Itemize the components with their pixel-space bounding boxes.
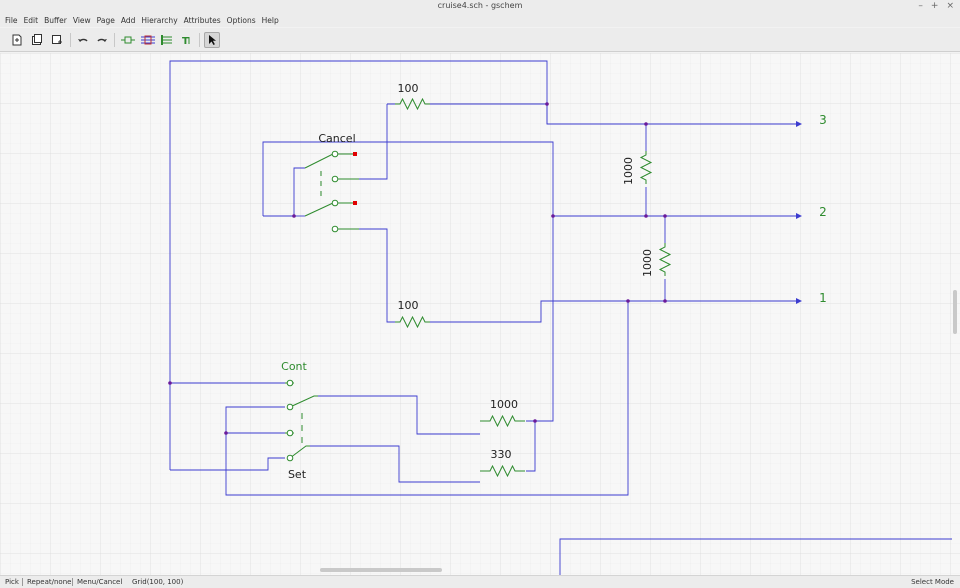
- resistor-r-top: [395, 97, 430, 111]
- toolbar-separator: [70, 33, 71, 47]
- menu-bar: File Edit Buffer View Page Add Hierarchy…: [0, 15, 960, 27]
- vertical-scrollbar[interactable]: [953, 290, 957, 334]
- toolbar-separator: [199, 33, 200, 47]
- resistor-r-bottom-lower: [480, 464, 525, 478]
- resistor-r-right-upper: [639, 151, 653, 184]
- schematic-drawing[interactable]: 100 100 1000 330 1000 1000 Cancel Cont S…: [0, 53, 960, 575]
- resistor-r-right-lower: [658, 243, 672, 276]
- port-label-2: 2: [819, 205, 827, 219]
- menu-file[interactable]: File: [5, 16, 18, 25]
- menu-help[interactable]: Help: [261, 16, 279, 25]
- port-label-3: 3: [819, 113, 827, 127]
- new-page-icon[interactable]: [9, 32, 25, 48]
- status-divider: [22, 578, 23, 586]
- switch-label-cancel: Cancel: [318, 132, 355, 145]
- open-page-icon[interactable]: [29, 32, 45, 48]
- add-text-icon[interactable]: T: [179, 32, 195, 48]
- resistor-r-mid: [395, 315, 430, 329]
- resistor-label-mid: 100: [398, 299, 419, 312]
- close-button[interactable]: ×: [946, 1, 954, 11]
- add-net-icon[interactable]: [140, 32, 156, 48]
- status-bar: Pick Repeat/none Menu/Cancel Grid(100, 1…: [0, 575, 960, 588]
- menu-add[interactable]: Add: [120, 16, 136, 25]
- port-arrows: [796, 121, 802, 304]
- port-label-1: 1: [819, 291, 827, 305]
- schematic-canvas[interactable]: 100 100 1000 330 1000 1000 Cancel Cont S…: [0, 53, 960, 575]
- menu-page[interactable]: Page: [96, 16, 115, 25]
- menu-edit[interactable]: Edit: [23, 16, 39, 25]
- title-bar: cruise4.sch - gschem – + ×: [0, 0, 960, 16]
- menu-buffer[interactable]: Buffer: [44, 16, 67, 25]
- unconnected-pin-markers: [353, 152, 357, 205]
- resistor-label-top: 100: [398, 82, 419, 95]
- toolbar: T: [0, 28, 960, 52]
- minimize-button[interactable]: –: [918, 1, 923, 11]
- svg-text:T: T: [182, 36, 189, 46]
- redo-icon[interactable]: [94, 32, 110, 48]
- junction-dots: [168, 102, 667, 435]
- maximize-button[interactable]: +: [930, 1, 939, 11]
- status-grid: Grid(100, 100): [132, 578, 184, 586]
- select-icon[interactable]: [204, 32, 220, 48]
- switch-contacts: [286, 150, 339, 462]
- menu-view[interactable]: View: [72, 16, 91, 25]
- status-menu: Menu/Cancel: [77, 578, 123, 586]
- resistor-r-bottom-upper: [480, 414, 525, 428]
- resistor-label-right-upper: 1000: [622, 157, 635, 185]
- add-component-icon[interactable]: [120, 32, 136, 48]
- menu-attributes[interactable]: Attributes: [183, 16, 221, 25]
- toolbar-separator: [114, 33, 115, 47]
- undo-icon[interactable]: [75, 32, 91, 48]
- menu-options[interactable]: Options: [226, 16, 256, 25]
- status-divider: [72, 578, 73, 586]
- resistor-label-bottom-lower: 330: [491, 448, 512, 461]
- resistor-label-bottom-upper: 1000: [490, 398, 518, 411]
- horizontal-scrollbar[interactable]: [320, 568, 442, 572]
- status-pick: Pick: [5, 578, 19, 586]
- save-page-icon[interactable]: [49, 32, 65, 48]
- resistor-label-right-lower: 1000: [641, 249, 654, 277]
- menu-hierarchy[interactable]: Hierarchy: [141, 16, 178, 25]
- add-bus-icon[interactable]: [159, 32, 175, 48]
- window-title: cruise4.sch - gschem: [437, 1, 523, 10]
- switch-label-cont: Cont: [281, 360, 307, 373]
- switches: [285, 153, 359, 459]
- grid-background: [0, 53, 960, 575]
- status-repeat: Repeat/none: [27, 578, 72, 586]
- resistors: [395, 97, 672, 478]
- status-mode: Select Mode: [911, 578, 954, 586]
- switch-label-set: Set: [288, 468, 307, 481]
- nets: [169, 60, 952, 575]
